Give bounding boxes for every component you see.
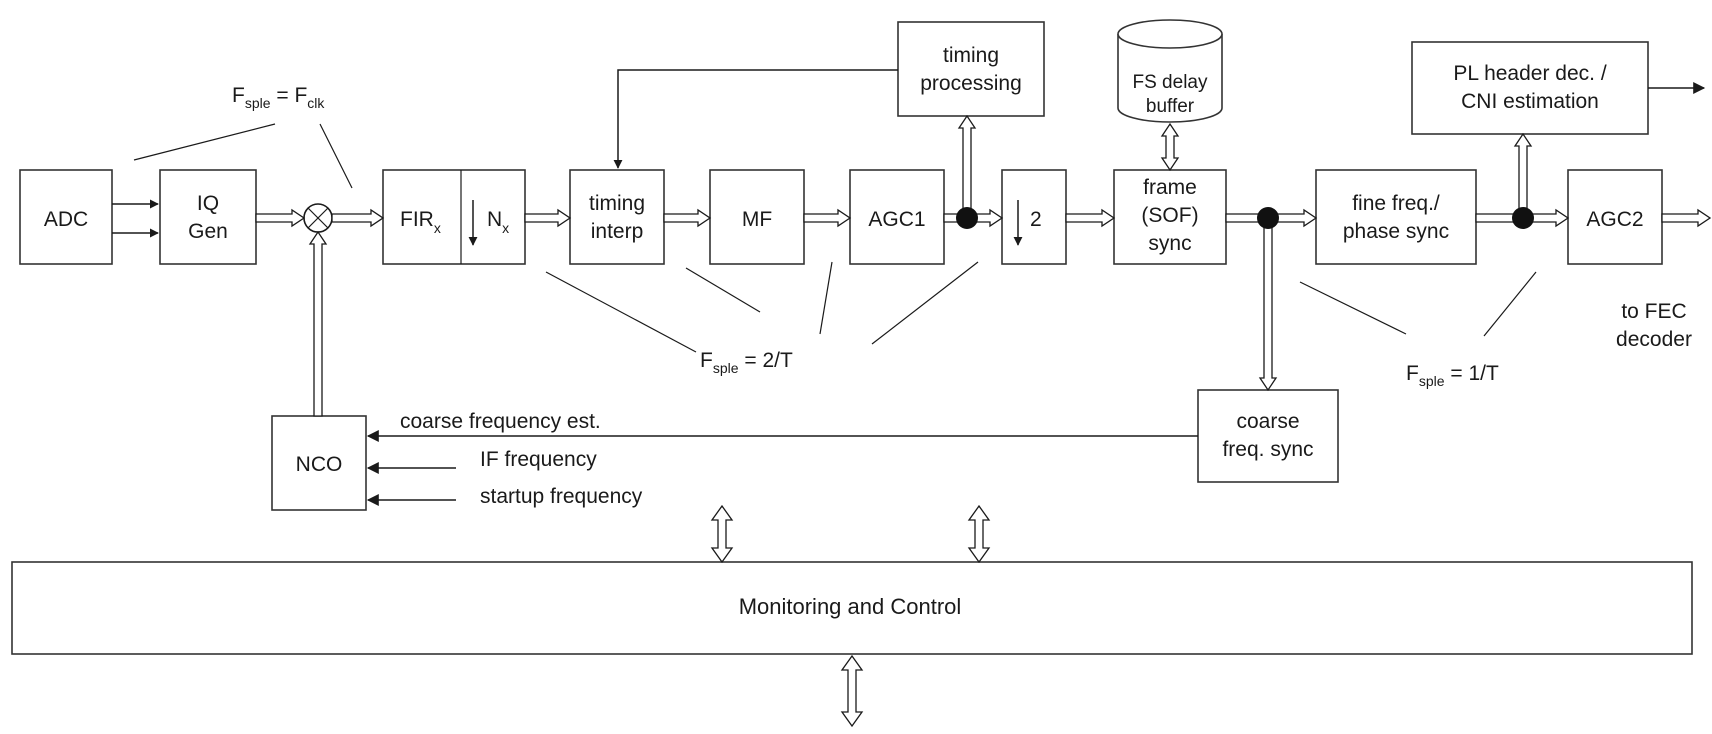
iq-gen-block: IQ Gen [159, 169, 257, 265]
fine-freq-sync-block: fine freq./ phase sync [1315, 169, 1477, 265]
fir-to-interp-arrow [524, 208, 572, 228]
rate-pointer-clk-1 [133, 123, 276, 161]
agc2-label: AGC2 [1586, 208, 1643, 231]
rate-pointer-2t-4 [871, 261, 979, 345]
agc2-output-arrow [1661, 208, 1712, 228]
decim-to-frame-arrow [1065, 208, 1116, 228]
rate-pointer-2t-2 [685, 267, 761, 313]
nco-label: NCO [296, 453, 343, 476]
frame-junction-dot [1257, 207, 1279, 229]
monitoring-bidir-arrow-left [710, 504, 734, 564]
pl-header-label-line1: PL header dec. / [1453, 62, 1606, 85]
fine-to-pl-header-arrow [1513, 132, 1533, 219]
agc2-block: AGC2 [1567, 169, 1663, 265]
timing-interp-label-line2: interp [591, 220, 644, 243]
to-fec-label-line2: decoder [1616, 328, 1692, 351]
to-fec-label-line1: to FEC [1621, 300, 1686, 323]
agc1-block: AGC1 [849, 169, 945, 265]
frame-sync-block: frame (SOF) sync [1113, 169, 1227, 265]
rate-label-clk: Fsple = Fclk [232, 84, 325, 111]
decim2-label: 2 [1030, 208, 1042, 231]
timing-interp-label-line1: timing [589, 192, 645, 215]
iq-gen-label-line2: Gen [188, 220, 228, 243]
monitoring-bidir-arrow-middle [967, 504, 991, 564]
decimate-by-2-block: 2 [1001, 169, 1067, 265]
frame-sync-label-line1: frame [1143, 176, 1197, 199]
fir-label: FIRx [400, 208, 441, 236]
monitoring-control-block: Monitoring and Control [11, 561, 1693, 655]
agc1-to-timing-processing-arrow [957, 114, 977, 219]
coarse-sync-label-line2: freq. sync [1222, 438, 1313, 461]
timing-processing-block: timing processing [897, 21, 1045, 117]
if-frequency-label: IF frequency [480, 448, 597, 471]
adc-block: ADC [19, 169, 113, 265]
timing-processing-label-line2: processing [920, 72, 1022, 95]
fs-delay-label-line1: FS delay [1133, 72, 1208, 93]
mf-to-agc1-arrow [803, 208, 852, 228]
mixer-to-fir-arrow [331, 208, 385, 228]
frame-to-coarse-arrow [1258, 217, 1278, 392]
monitoring-label: Monitoring and Control [739, 594, 962, 619]
nx-label: Nx [487, 208, 509, 236]
fine-freq-label-line1: fine freq./ [1352, 192, 1440, 215]
coarse-freq-est-label: coarse frequency est. [400, 410, 601, 433]
nco-block: NCO [271, 415, 367, 511]
mixer [303, 203, 333, 233]
rate-pointer-clk-2 [319, 123, 353, 189]
rate-label-1-over-t: Fsple = 1/T [1406, 362, 1499, 389]
interp-to-mf-arrow [663, 208, 712, 228]
fs-delay-label-line2: buffer [1146, 96, 1195, 117]
nco-to-mixer-arrow [308, 230, 328, 417]
fs-buffer-bidir-arrow [1160, 122, 1180, 172]
startup-frequency-label: startup frequency [480, 485, 643, 508]
rate-pointer-1t-2 [1483, 271, 1537, 337]
fine-junction-dot [1512, 207, 1534, 229]
rate-label-2-over-t: Fsple = 2/T [700, 349, 793, 376]
fs-delay-buffer-cylinder: FS delay buffer [1117, 19, 1223, 123]
rate-pointer-2t-1 [545, 271, 697, 353]
pl-header-dec-block: PL header dec. / CNI estimation [1411, 41, 1649, 135]
fir-decimator-block: FIRx Nx [382, 169, 526, 265]
monitoring-bidir-arrow-bottom [840, 654, 864, 728]
timing-interp-block: timing interp [569, 169, 665, 265]
mf-label: MF [742, 208, 772, 231]
agc1-junction-dot [956, 207, 978, 229]
agc1-label: AGC1 [868, 208, 925, 231]
timing-feedback-arrow [613, 69, 898, 169]
coarse-freq-sync-block: coarse freq. sync [1197, 389, 1339, 483]
mf-block: MF [709, 169, 805, 265]
adc-label: ADC [44, 208, 88, 231]
iq-to-mixer-arrow [255, 208, 306, 228]
pl-header-label-line2: CNI estimation [1461, 90, 1599, 113]
timing-processing-label-line1: timing [943, 44, 999, 67]
rate-pointer-1t-1 [1299, 281, 1407, 335]
rate-pointer-2t-3 [819, 261, 833, 335]
frame-sync-label-line3: sync [1148, 232, 1191, 255]
coarse-sync-label-line1: coarse [1236, 410, 1299, 433]
iq-gen-label-line1: IQ [197, 192, 219, 215]
fine-freq-label-line2: phase sync [1343, 220, 1449, 243]
frame-sync-label-line2: (SOF) [1141, 204, 1198, 227]
